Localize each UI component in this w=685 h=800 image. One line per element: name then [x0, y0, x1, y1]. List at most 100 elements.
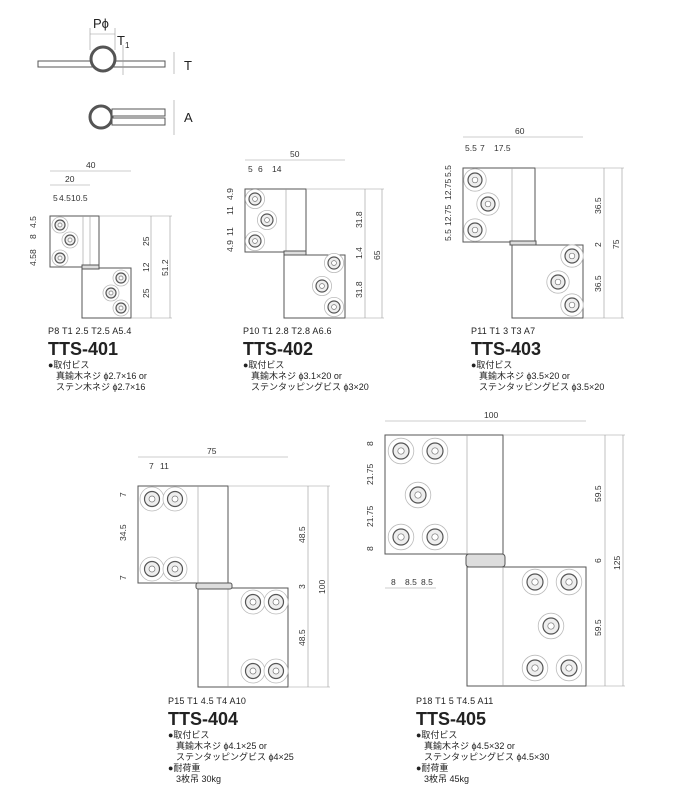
svg-text:59.5: 59.5	[593, 485, 603, 502]
svg-text:7: 7	[118, 575, 128, 580]
svg-text:25: 25	[141, 288, 151, 298]
screw-option-1: 真鍮木ネジ ϕ3.5×20 or	[479, 371, 570, 381]
svg-text:75: 75	[611, 239, 621, 249]
svg-text:7: 7	[149, 461, 154, 471]
spec-line: P8 T1 2.5 T2.5 A5.4	[48, 326, 132, 336]
screw-option-2: ステンタッピングビス ϕ4×25	[176, 752, 294, 762]
screw-hole	[471, 176, 479, 184]
screw-holes	[51, 168, 584, 684]
svg-text:14: 14	[272, 164, 282, 174]
spec-line: P18 T1 5 T4.5 A11	[416, 696, 494, 706]
screw-heading: ●取付ビス	[243, 360, 285, 370]
svg-text:60: 60	[515, 126, 525, 136]
screw-heading: ●取付ビス	[416, 730, 458, 740]
screw-hole	[57, 255, 63, 261]
screw-hole	[108, 290, 114, 296]
screw-hole	[531, 664, 539, 672]
load-capacity: 3枚吊 45kg	[424, 774, 470, 784]
model-title: TTS-405	[416, 709, 487, 729]
screw-hole	[171, 565, 179, 573]
svg-text:34.5: 34.5	[118, 524, 128, 541]
svg-text:17.5: 17.5	[494, 143, 511, 153]
screw-hole	[252, 238, 258, 244]
screw-heading: ●取付ビス	[471, 360, 513, 370]
screw-hole	[148, 565, 156, 573]
svg-text:10.5: 10.5	[71, 193, 88, 203]
screw-hole	[249, 598, 257, 606]
svg-text:31.8: 31.8	[354, 281, 364, 298]
svg-text:6: 6	[258, 164, 263, 174]
svg-text:8.5: 8.5	[421, 577, 433, 587]
screw-hole	[431, 533, 439, 541]
svg-text:8: 8	[365, 441, 375, 446]
a-label: A	[184, 110, 193, 125]
screw-hole	[484, 200, 492, 208]
svg-text:4.5: 4.5	[59, 193, 71, 203]
svg-text:11: 11	[225, 227, 235, 236]
svg-text:4.9: 4.9	[225, 240, 235, 252]
svg-text:8.5: 8.5	[405, 577, 417, 587]
screw-hole	[331, 260, 337, 266]
svg-text:100: 100	[317, 580, 327, 594]
svg-text:48.5: 48.5	[297, 526, 307, 543]
screw-hole	[57, 222, 63, 228]
tts-403-caption: P11 T1 3 T3 A7 TTS-403 ●取付ビス 真鍮木ネジ ϕ3.5×…	[471, 326, 604, 393]
tts-402-caption: P10 T1 2.8 T2.8 A6.6 TTS-402 ●取付ビス 真鍮木ネジ…	[243, 326, 369, 393]
svg-text:65: 65	[372, 250, 382, 260]
svg-text:7: 7	[480, 143, 485, 153]
svg-text:12: 12	[141, 262, 151, 272]
screw-heading: ●取付ビス	[48, 360, 90, 370]
model-title: TTS-403	[471, 339, 542, 359]
svg-text:5.5: 5.5	[443, 229, 453, 241]
load-heading: ●耐荷重	[168, 763, 201, 773]
svg-text:12.75: 12.75	[443, 204, 453, 226]
svg-text:5: 5	[53, 193, 58, 203]
screw-option-2: ステンタッピングビス ϕ3×20	[251, 382, 369, 392]
screw-hole	[397, 447, 405, 455]
tts-404-caption: P15 T1 4.5 T4 A10 TTS-404 ●取付ビス 真鍮木ネジ ϕ4…	[168, 696, 294, 785]
screw-hole	[554, 278, 562, 286]
screw-hole	[414, 491, 422, 499]
profile-leaf-right	[112, 60, 166, 68]
tts-401-caption: P8 T1 2.5 T2.5 A5.4 TTS-401 ●取付ビス 真鍮木ネジ …	[48, 326, 147, 393]
svg-text:7: 7	[118, 492, 128, 497]
svg-text:100: 100	[484, 410, 498, 420]
svg-text:59.5: 59.5	[593, 619, 603, 636]
screw-hole	[118, 275, 124, 281]
screw-hole	[272, 667, 280, 675]
svg-text:75: 75	[207, 446, 217, 456]
svg-text:125: 125	[612, 556, 622, 570]
profile-knuckle	[89, 45, 117, 73]
svg-text:2: 2	[593, 242, 603, 247]
svg-text:36.5: 36.5	[593, 275, 603, 292]
t-label: T	[184, 58, 192, 73]
screw-hole	[471, 226, 479, 234]
screw-option-1: 真鍮木ネジ ϕ2.7×16 or	[56, 371, 147, 381]
screw-hole	[264, 217, 270, 223]
model-title: TTS-402	[243, 339, 314, 359]
screw-hole	[565, 578, 573, 586]
svg-text:8: 8	[365, 546, 375, 551]
t1-label: T1	[117, 33, 130, 50]
spec-line: P15 T1 4.5 T4 A10	[168, 696, 247, 706]
svg-text:1.4: 1.4	[354, 247, 364, 259]
screw-hole	[67, 237, 73, 243]
svg-text:6: 6	[593, 558, 603, 563]
spec-line: P11 T1 3 T3 A7	[471, 326, 536, 336]
svg-text:21.75: 21.75	[365, 463, 375, 485]
svg-text:8: 8	[391, 577, 396, 587]
svg-text:5: 5	[248, 164, 253, 174]
screw-option-2: ステンタッピングビス ϕ3.5×20	[479, 382, 605, 392]
screw-hole	[547, 622, 555, 630]
svg-text:4.5: 4.5	[28, 254, 38, 266]
load-capacity: 3枚吊 30kg	[176, 774, 222, 784]
svg-text:25: 25	[141, 236, 151, 246]
svg-text:40: 40	[86, 160, 96, 170]
screw-hole	[565, 664, 573, 672]
hinge-profile-diagram: Pϕ T1 T A	[37, 16, 193, 135]
screw-option-1: 真鍮木ネジ ϕ4.1×25 or	[176, 741, 267, 751]
screw-hole	[148, 495, 156, 503]
svg-text:50: 50	[290, 149, 300, 159]
